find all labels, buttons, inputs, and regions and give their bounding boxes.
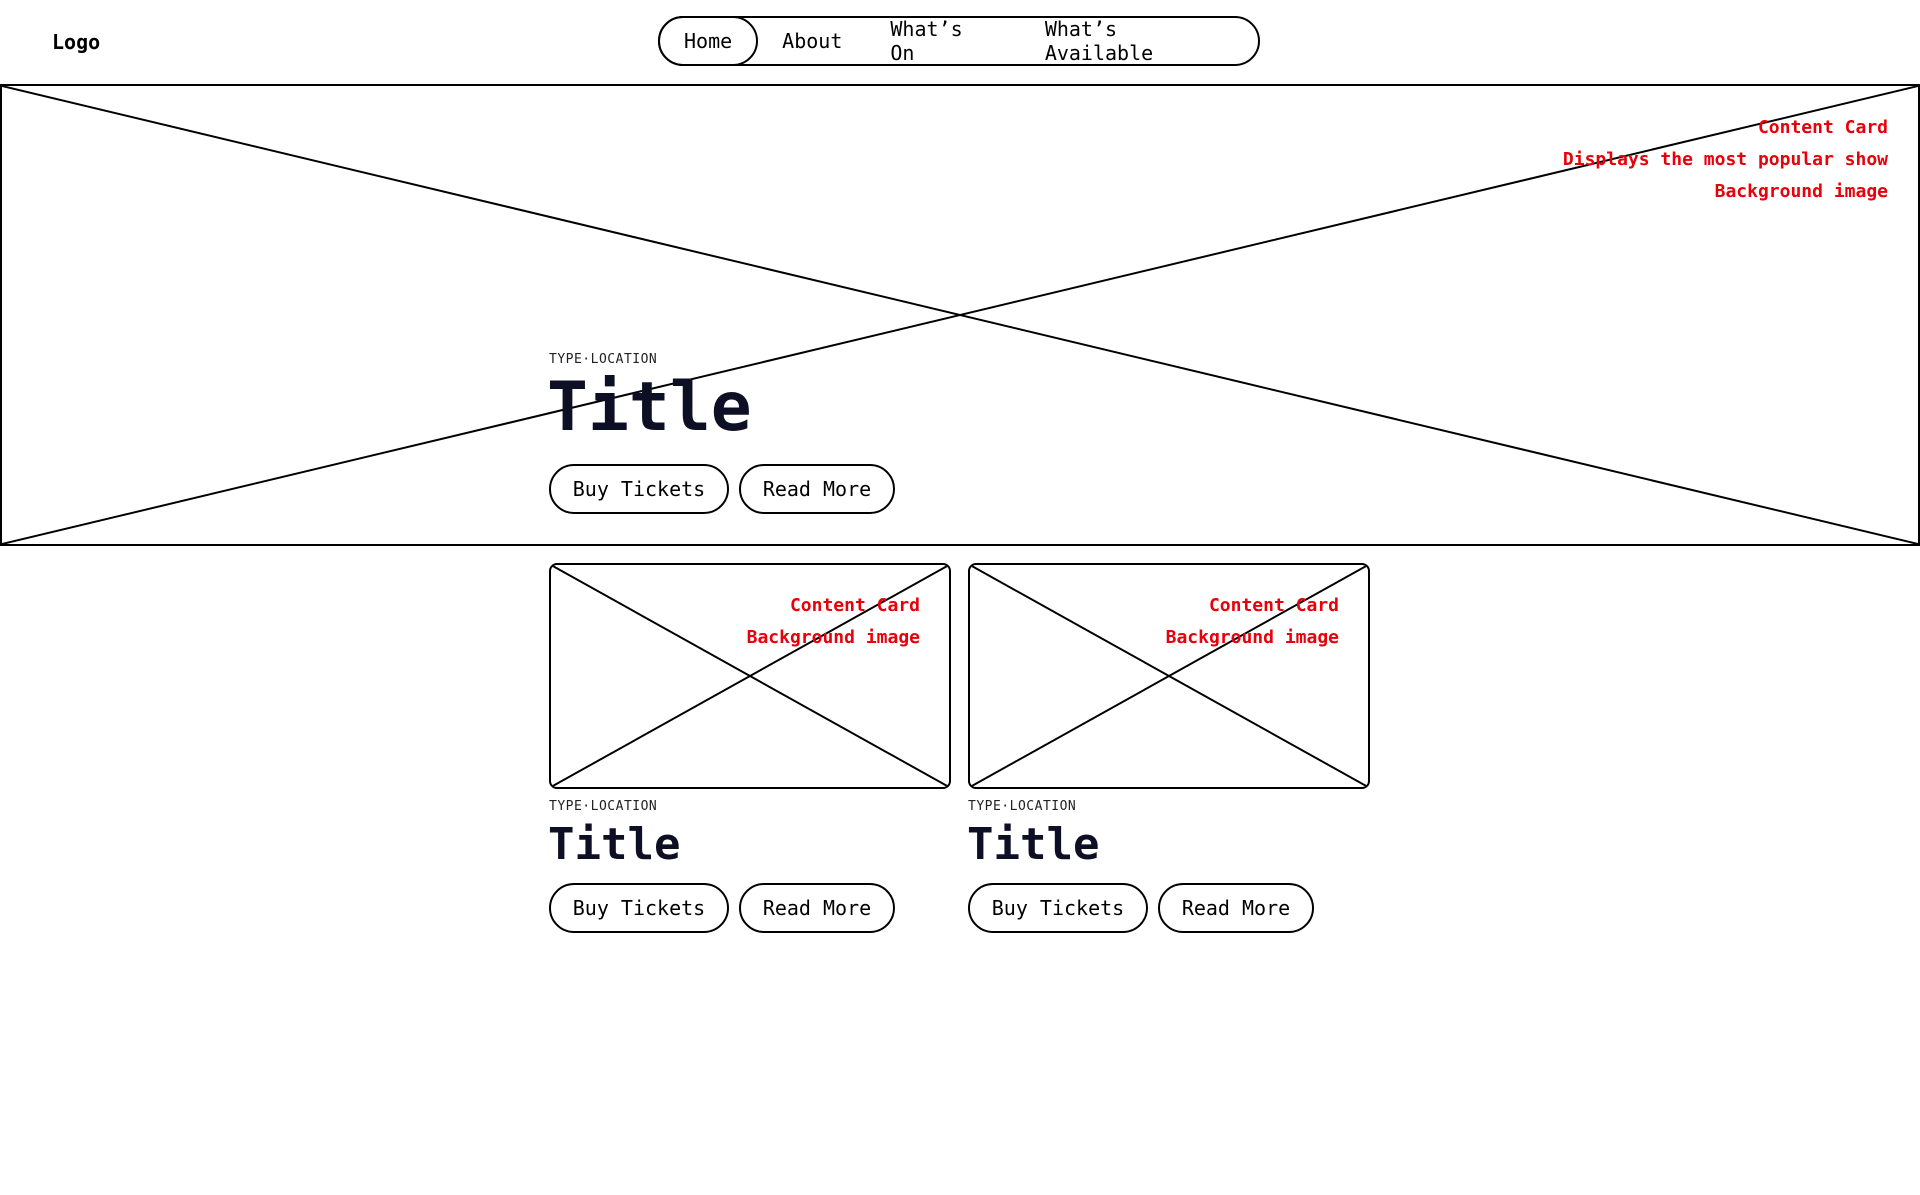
hero-title: Title xyxy=(547,368,752,447)
card-2-read-more-button[interactable]: Read More xyxy=(1158,883,1314,933)
card-2-title: Title xyxy=(967,819,1100,870)
nav-item-whats-available[interactable]: What’s Available xyxy=(1044,17,1154,65)
annotation-line: Displays the most popular show xyxy=(1562,149,1888,170)
logo[interactable]: Logo xyxy=(52,30,101,54)
annotation-line: Content Card xyxy=(1757,117,1888,138)
hero-meta: TYPE·LOCATION xyxy=(549,352,658,367)
card-2-meta: TYPE·LOCATION xyxy=(968,799,1077,814)
card-1-background-image xyxy=(549,563,951,789)
annotation-line: Background image xyxy=(746,627,920,648)
card-2-buy-tickets-button[interactable]: Buy Tickets xyxy=(968,883,1148,933)
nav-item-home[interactable]: Home xyxy=(658,16,759,66)
hero-background-image xyxy=(0,84,1920,546)
annotation-line: Content Card xyxy=(789,595,920,616)
nav-item-whats-on[interactable]: What’s On xyxy=(890,17,963,65)
annotation-line: Background image xyxy=(1165,627,1339,648)
image-placeholder-icon xyxy=(551,565,949,787)
card-2-background-image xyxy=(968,563,1370,789)
annotation-line: Background image xyxy=(1714,181,1888,202)
hero-buy-tickets-button[interactable]: Buy Tickets xyxy=(549,464,729,514)
card-1-meta: TYPE·LOCATION xyxy=(549,799,658,814)
nav-item-about[interactable]: About xyxy=(782,29,843,53)
card-1-annotation: Content Card Background image xyxy=(747,590,920,654)
card-1-title: Title xyxy=(548,819,681,870)
card-2-annotation: Content Card Background image xyxy=(1166,590,1339,654)
image-placeholder-icon xyxy=(970,565,1368,787)
hero-read-more-button[interactable]: Read More xyxy=(739,464,895,514)
annotation-line: Content Card xyxy=(1208,595,1339,616)
card-1-read-more-button[interactable]: Read More xyxy=(739,883,895,933)
main-nav: Home About What’s On What’s Available xyxy=(658,16,1260,66)
card-1-buy-tickets-button[interactable]: Buy Tickets xyxy=(549,883,729,933)
hero-annotation: Content Card Displays the most popular s… xyxy=(1563,112,1888,208)
image-placeholder-icon xyxy=(2,86,1918,544)
